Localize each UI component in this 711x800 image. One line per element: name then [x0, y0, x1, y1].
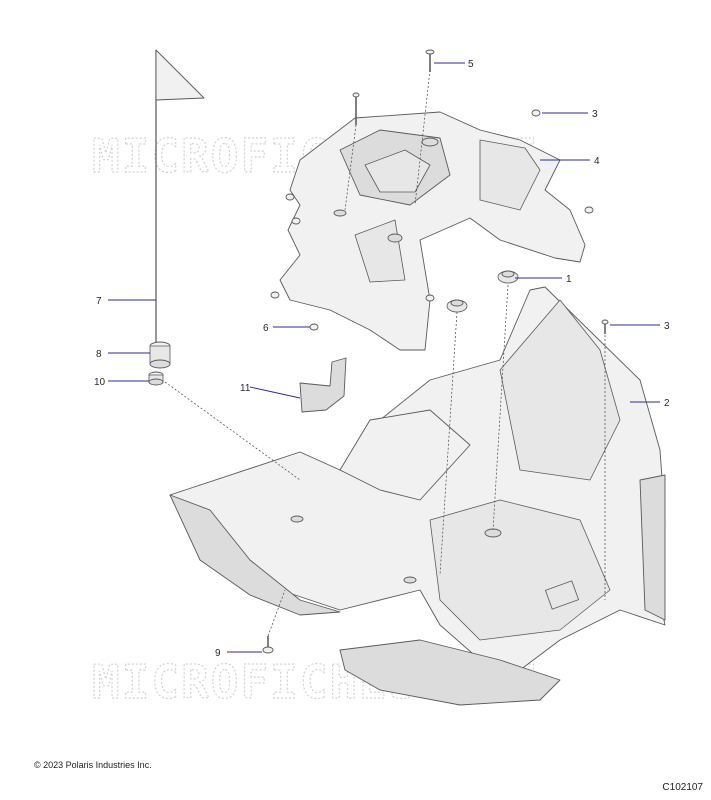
screw-right-head — [601, 319, 609, 325]
leader-lines — [108, 62, 660, 653]
callout-10: 10 — [94, 377, 106, 388]
callout-9: 9 — [215, 648, 221, 659]
callout-5: 5 — [468, 59, 474, 70]
grommets — [446, 270, 519, 313]
whip-flag — [155, 49, 205, 345]
callout-11: 11 — [240, 383, 251, 394]
bottom-screw — [262, 636, 274, 654]
flag-mount — [149, 341, 171, 369]
rear-rack — [279, 111, 586, 351]
rack-screws — [270, 49, 594, 331]
assembly-lines — [164, 69, 606, 637]
callout-1: 1 — [566, 274, 572, 285]
callout-2: 2 — [664, 398, 670, 409]
rear-fender — [169, 286, 666, 706]
callout-3-right: 3 — [664, 321, 670, 332]
callout-6: 6 — [263, 323, 269, 334]
callout-4: 4 — [594, 156, 600, 167]
copyright-text: © 2023 Polaris Industries Inc. — [34, 760, 152, 770]
callout-7: 7 — [96, 296, 102, 307]
drawing-number: C102107 — [662, 782, 703, 793]
callout-8: 8 — [96, 349, 102, 360]
callout-3-top: 3 — [592, 109, 598, 120]
flag-nut — [148, 371, 164, 386]
bracket-plate — [299, 357, 347, 413]
